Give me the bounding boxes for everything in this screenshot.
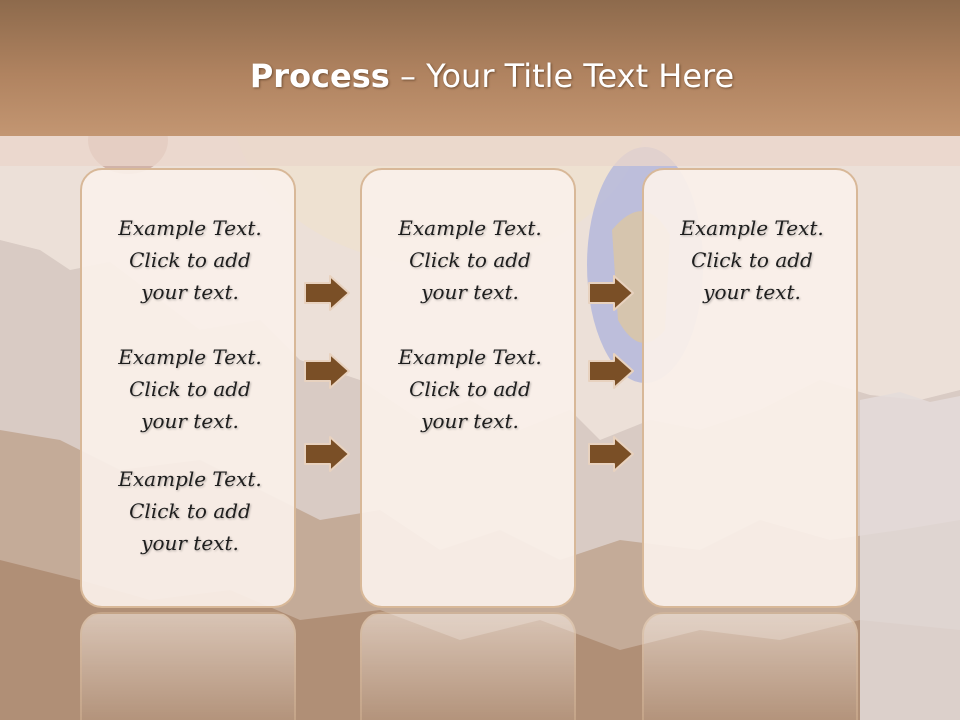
panel-text-block[interactable]: Example Text. Click to add your text. <box>362 212 578 308</box>
text-line: Click to add <box>409 248 531 272</box>
text-line: Example Text. <box>398 216 542 240</box>
right-arrow-icon <box>304 353 350 389</box>
panel-reflection <box>360 612 576 720</box>
text-line: your text. <box>703 280 801 304</box>
panel-text-block[interactable]: Example Text. Click to add your text. <box>362 341 578 437</box>
right-arrow-icon <box>304 275 350 311</box>
panel-text-block[interactable]: Example Text. Click to add your text. <box>644 212 860 308</box>
process-panel-1[interactable]: Example Text. Click to add your text. Ex… <box>80 168 296 608</box>
right-arrow-icon <box>588 353 634 389</box>
title-strip <box>0 136 960 166</box>
process-panel-2[interactable]: Example Text. Click to add your text. Ex… <box>360 168 576 608</box>
text-line: Click to add <box>129 377 251 401</box>
title-bold: Process <box>249 57 390 95</box>
right-arrow-icon <box>304 436 350 472</box>
title-bar <box>0 0 960 136</box>
text-line: your text. <box>421 280 519 304</box>
text-line: Example Text. <box>398 345 542 369</box>
text-line: Example Text. <box>118 216 262 240</box>
process-panel-3[interactable]: Example Text. Click to add your text. <box>642 168 858 608</box>
text-line: your text. <box>141 280 239 304</box>
title-rest: – Your Title Text Here <box>389 57 735 95</box>
text-line: Click to add <box>691 248 813 272</box>
text-line: Click to add <box>129 248 251 272</box>
right-arrow-icon <box>588 436 634 472</box>
panel-text-block[interactable]: Example Text. Click to add your text. <box>82 463 298 559</box>
text-line: Click to add <box>129 499 251 523</box>
slide-title[interactable]: Process – Your Title Text Here <box>0 52 960 100</box>
panel-text-block[interactable]: Example Text. Click to add your text. <box>82 341 298 437</box>
text-line: your text. <box>421 409 519 433</box>
text-line: your text. <box>141 409 239 433</box>
text-line: Click to add <box>409 377 531 401</box>
text-line: Example Text. <box>118 345 262 369</box>
panel-reflection <box>80 612 296 720</box>
panel-text-block[interactable]: Example Text. Click to add your text. <box>82 212 298 308</box>
right-arrow-icon <box>588 275 634 311</box>
text-line: Example Text. <box>118 467 262 491</box>
text-line: your text. <box>141 531 239 555</box>
text-line: Example Text. <box>680 216 824 240</box>
panel-reflection <box>642 612 858 720</box>
